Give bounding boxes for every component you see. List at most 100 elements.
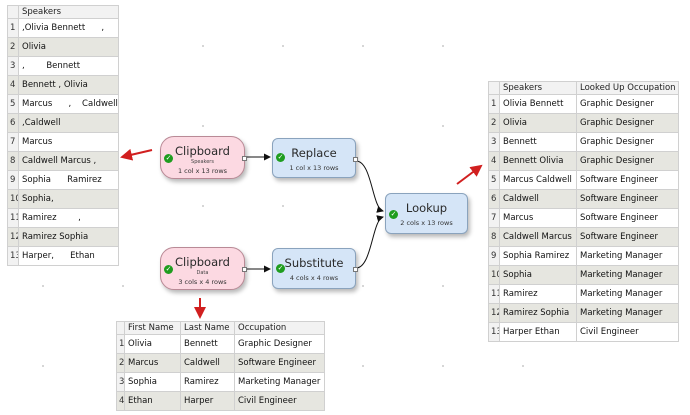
table-cell[interactable]: Bennett <box>180 334 235 354</box>
table-cell[interactable]: Graphic Designer <box>576 132 679 152</box>
table-cell[interactable]: Software Engineer <box>234 353 325 373</box>
table-cell[interactable]: Olivia <box>499 113 577 133</box>
column-header[interactable]: Speakers <box>499 81 577 95</box>
table-row[interactable]: 11RamirezMarketing Manager <box>488 284 679 304</box>
table-cell[interactable]: Marcus <box>124 353 181 373</box>
table-cell[interactable]: Ramirez <box>180 372 235 392</box>
table-cell[interactable]: Harper <box>180 391 235 411</box>
table-cell[interactable]: Software Engineer <box>576 227 679 247</box>
table-cell[interactable]: Marketing Manager <box>576 265 679 285</box>
table-cell[interactable]: Marcus Caldwell <box>499 170 577 190</box>
table-cell[interactable]: , Bennett <box>18 56 119 76</box>
table-cell[interactable]: Caldwell <box>180 353 235 373</box>
table-cell[interactable]: Marcus <box>18 132 119 152</box>
substitute-node[interactable]: Substitute 4 cols x 4 rows ✓ <box>272 248 358 289</box>
clipboard-speakers-node[interactable]: Clipboard Speakers 1 col x 13 rows ✓ <box>160 136 247 179</box>
table-cell[interactable]: Caldwell Marcus , <box>18 151 119 171</box>
table-row[interactable]: 10Sophia, <box>7 189 119 209</box>
replace-node[interactable]: Replace 1 col x 13 rows ✓ <box>272 138 358 178</box>
table-cell[interactable]: Harper, Ethan <box>18 246 119 266</box>
clipboard-data-node[interactable]: Clipboard Data 3 cols x 4 rows ✓ <box>160 247 247 290</box>
output-port[interactable] <box>353 267 358 272</box>
node-title: Clipboard <box>175 144 230 158</box>
table-cell[interactable]: Software Engineer <box>576 208 679 228</box>
table-cell[interactable]: Ramirez Sophia <box>18 227 119 247</box>
table-cell[interactable]: Sophia Ramirez <box>18 170 119 190</box>
table-cell[interactable]: Bennett , Olivia <box>18 75 119 95</box>
table-cell[interactable]: Ramirez Sophia <box>499 303 577 323</box>
table-cell[interactable]: Olivia <box>124 334 181 354</box>
table-cell[interactable]: Olivia Bennett <box>499 94 577 114</box>
table-row[interactable]: 1,Olivia Bennett , <box>7 18 119 38</box>
table-cell[interactable]: Marketing Manager <box>576 284 679 304</box>
table-cell[interactable]: Sophia <box>124 372 181 392</box>
table-cell[interactable]: Sophia <box>499 265 577 285</box>
table-cell[interactable]: ,Olivia Bennett , <box>18 18 119 38</box>
table-cell[interactable]: Civil Engineer <box>576 322 679 342</box>
node-dimensions: 3 cols x 4 rows <box>178 278 227 286</box>
table-cell[interactable]: Sophia Ramirez <box>499 246 577 266</box>
output-port[interactable] <box>242 267 247 272</box>
table-cell[interactable]: Ramirez , <box>18 208 119 228</box>
table-cell[interactable]: ,Caldwell <box>18 113 119 133</box>
column-header[interactable]: Speakers <box>18 5 119 19</box>
column-header[interactable]: Last Name <box>180 321 235 335</box>
table-cell[interactable]: Marcus <box>499 208 577 228</box>
table-cell[interactable]: Marketing Manager <box>576 303 679 323</box>
table-cell[interactable]: Software Engineer <box>576 170 679 190</box>
table-cell[interactable]: Ramirez <box>499 284 577 304</box>
table-cell[interactable]: Harper Ethan <box>499 322 577 342</box>
lookup-node[interactable]: Lookup 2 cols x 13 rows ✓ <box>385 193 468 234</box>
table-cell[interactable]: Graphic Designer <box>576 113 679 133</box>
table-cell[interactable]: Sophia, <box>18 189 119 209</box>
table-cell[interactable]: Graphic Designer <box>234 334 325 354</box>
table-cell[interactable]: Bennett Olivia <box>499 151 577 171</box>
table-row[interactable]: 13Harper, Ethan <box>7 246 119 266</box>
table-cell[interactable]: Marketing Manager <box>576 246 679 266</box>
table-row[interactable]: 6,Caldwell <box>7 113 119 133</box>
table-cell[interactable]: Marketing Manager <box>234 372 325 392</box>
table-row[interactable]: 11Ramirez , <box>7 208 119 228</box>
table-cell[interactable]: Ethan <box>124 391 181 411</box>
table-cell[interactable]: Marcus , Caldwell <box>18 94 119 114</box>
table-header-row: Speakers Looked Up Occupation <box>488 81 679 95</box>
table-cell[interactable]: Civil Engineer <box>234 391 325 411</box>
table-cell[interactable]: Software Engineer <box>576 189 679 209</box>
table-cell[interactable]: Graphic Designer <box>576 94 679 114</box>
table-cell[interactable]: Graphic Designer <box>576 151 679 171</box>
table-cell[interactable]: Caldwell Marcus <box>499 227 577 247</box>
column-header[interactable]: Looked Up Occupation <box>576 81 679 95</box>
table-cell[interactable]: Olivia <box>18 37 119 57</box>
row-number: 3 <box>488 132 500 152</box>
table-cell[interactable]: Bennett <box>499 132 577 152</box>
column-header[interactable]: First Name <box>124 321 181 335</box>
output-port[interactable] <box>242 156 247 161</box>
table-row[interactable]: 12Ramirez Sophia <box>7 227 119 247</box>
table-cell[interactable]: Caldwell <box>499 189 577 209</box>
column-header[interactable]: Occupation <box>234 321 325 335</box>
output-port[interactable] <box>353 157 358 162</box>
table-row[interactable]: 3, Bennett <box>7 56 119 76</box>
table-row[interactable]: 10SophiaMarketing Manager <box>488 265 679 285</box>
